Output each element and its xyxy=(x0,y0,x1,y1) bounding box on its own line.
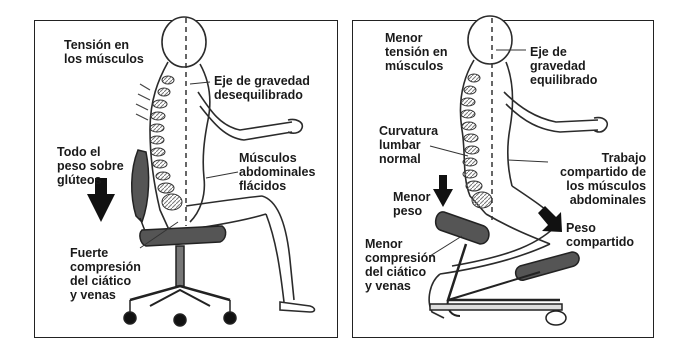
chair-base xyxy=(130,286,230,300)
left-tension-marks xyxy=(136,84,150,120)
chair-post xyxy=(176,246,184,286)
left-weight-label: Todo el peso sobre glúteos xyxy=(57,145,124,187)
left-compression-label: Fuerte compresión del ciático y venas xyxy=(70,246,141,302)
right-shared-weight-label: Peso compartido xyxy=(566,221,634,249)
left-abdominal-label: Músculos abdominales flácidos xyxy=(239,151,315,193)
left-abdominal-pointer xyxy=(206,172,238,178)
kneeling-seat xyxy=(436,212,489,244)
diagonal-arrow-icon xyxy=(538,206,562,232)
right-front-outline xyxy=(506,62,513,186)
left-foot xyxy=(280,302,315,312)
left-gravity-axis-label: Eje de gravedad desequilibrado xyxy=(214,74,310,102)
right-head xyxy=(468,16,512,64)
right-arm xyxy=(504,92,598,122)
right-tension-label: Menor tensión en músculos xyxy=(385,31,448,73)
right-abdominal-pointer xyxy=(508,160,548,162)
right-compression-label: Menor compresión del ciático y venas xyxy=(365,237,436,293)
kneeling-runner xyxy=(430,304,562,310)
left-front-outline xyxy=(190,64,210,222)
chair-seat xyxy=(140,226,226,246)
left-shin xyxy=(266,214,284,302)
down-arrow-icon xyxy=(433,175,453,207)
chair-backrest xyxy=(132,150,149,222)
right-spine xyxy=(461,74,492,208)
right-gravity-axis-label: Eje de gravedad equilibrado xyxy=(530,45,597,87)
right-lumbar-label: Curvatura lumbar normal xyxy=(379,124,438,166)
left-tension-label: Tensión en los músculos xyxy=(64,38,144,66)
left-head xyxy=(162,17,206,67)
right-abdominal-label: Trabajo compartido de los músculos abdom… xyxy=(560,151,646,207)
right-thigh xyxy=(486,214,550,244)
right-less-weight-label: Menor peso xyxy=(393,190,431,218)
